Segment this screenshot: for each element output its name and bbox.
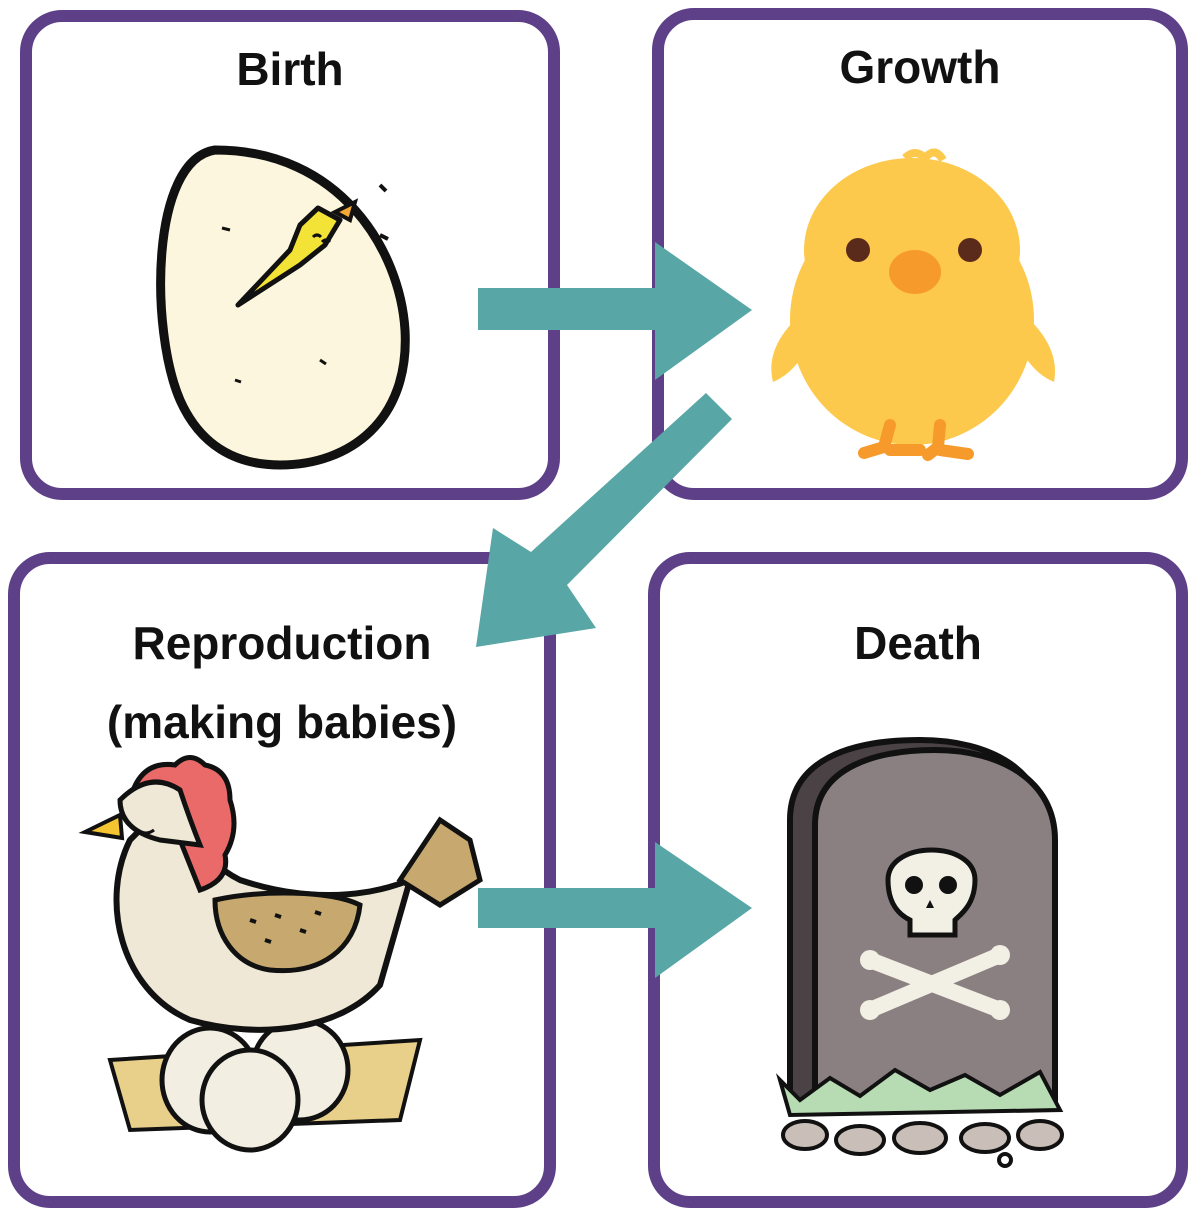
arrow-reproduction-to-death	[0, 0, 1191, 1212]
